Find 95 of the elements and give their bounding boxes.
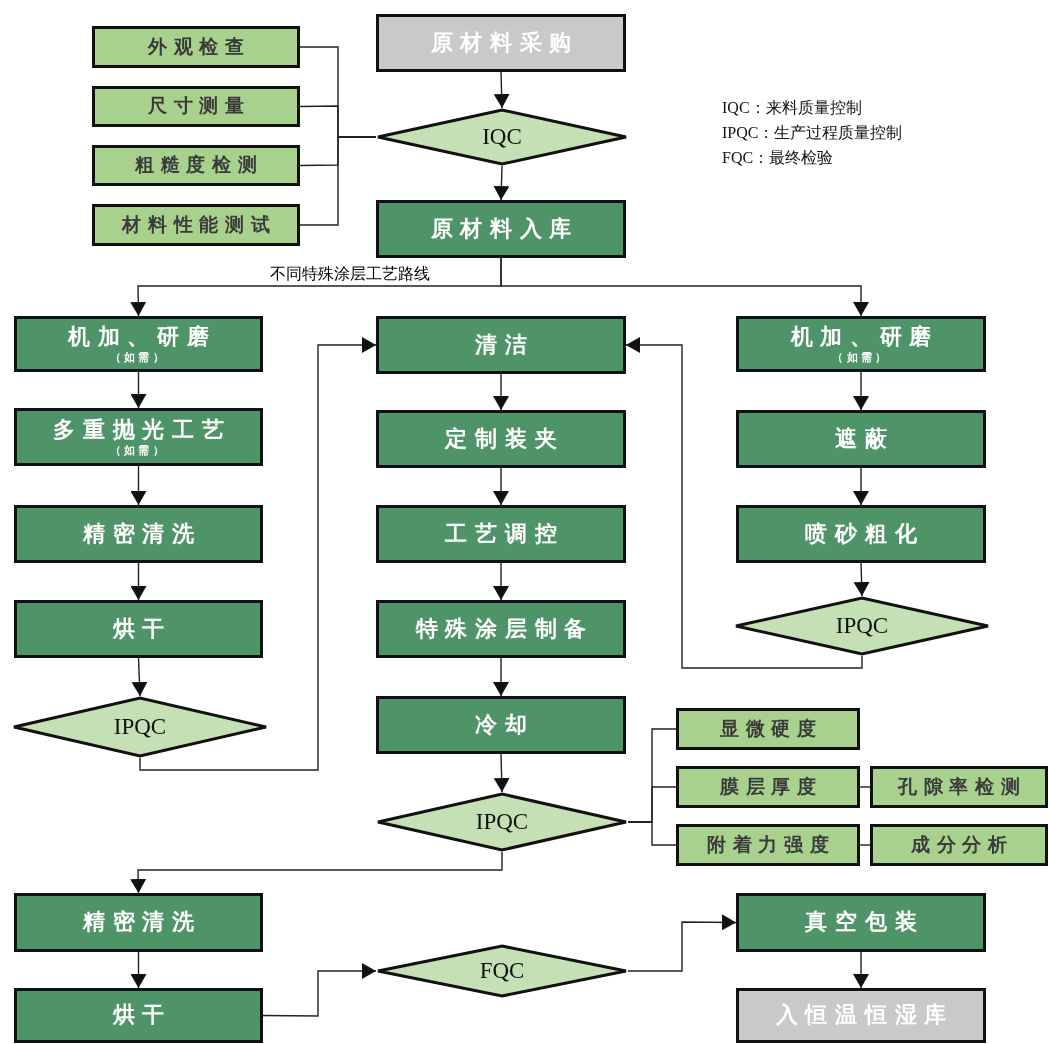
- inspection-item-box: [92, 26, 300, 68]
- inspection-item-box: [870, 766, 1048, 808]
- node-label: 尺寸测量: [148, 96, 251, 117]
- node-label: 冷却: [475, 712, 535, 738]
- decision-diamond: [734, 596, 990, 656]
- node-label: 粗糙度检测: [135, 155, 264, 176]
- process-box: [736, 410, 986, 468]
- inspection-item-box: [870, 824, 1048, 866]
- node-label: 真空包装: [805, 910, 925, 935]
- process-box: [376, 410, 626, 468]
- arrow: [493, 71, 510, 109]
- node-label: 外观检查: [148, 36, 251, 58]
- arrow: [625, 337, 863, 669]
- connector-line: [859, 844, 871, 846]
- node-label: 机加、研磨: [790, 324, 940, 350]
- node-label: 材料性能测试: [122, 214, 277, 236]
- decision-diamond: [376, 944, 628, 998]
- arrow: [493, 657, 509, 697]
- node-label: 工艺调控: [445, 521, 565, 547]
- node-label: 孔隙率检测: [898, 776, 1027, 798]
- node-label: 遮蔽: [835, 426, 895, 452]
- decision-diamond: [376, 108, 628, 166]
- node-label: 定制装夹: [445, 426, 565, 452]
- node-label: 烘干: [112, 616, 173, 642]
- process-box: [14, 505, 263, 563]
- node-note: （如需）: [109, 351, 168, 364]
- arrow: [853, 371, 869, 411]
- inspection-item-box: [92, 145, 300, 186]
- node-label: IPQC: [835, 613, 889, 639]
- arrow: [130, 465, 147, 506]
- process-box: [376, 316, 626, 374]
- note-text: IQC：来料质量控制: [722, 98, 862, 118]
- node-label: 特殊涂层制备: [415, 616, 594, 642]
- process-box: [376, 600, 626, 658]
- process-box: [736, 988, 986, 1043]
- process-box: [14, 893, 263, 952]
- process-box: [376, 696, 626, 754]
- process-box: [376, 14, 626, 72]
- connector-line: [859, 786, 871, 788]
- node-label: 原材料入库: [430, 216, 580, 242]
- process-box: [14, 408, 263, 466]
- arrow: [130, 851, 503, 894]
- node-label: 清洁: [475, 332, 535, 358]
- arrow: [262, 963, 377, 1017]
- node-label: 附着力强度: [707, 834, 836, 856]
- process-box: [736, 893, 986, 952]
- inspection-item-box: [92, 204, 300, 246]
- process-box: [736, 505, 986, 563]
- node-label: IQC: [482, 124, 522, 150]
- edge-label: 不同特殊涂层工艺路线: [270, 265, 430, 283]
- arrow: [493, 467, 509, 506]
- arrow: [493, 753, 510, 793]
- node-note: （如需）: [832, 351, 890, 364]
- decision-diamond: [376, 792, 628, 852]
- node-label: IPQC: [113, 714, 167, 740]
- node-label: 显微硬度: [720, 718, 823, 740]
- arrow: [853, 562, 870, 597]
- inspection-item-box: [676, 824, 860, 866]
- decision-diamond: [12, 696, 268, 758]
- arrow: [493, 165, 510, 201]
- process-box: [736, 316, 986, 372]
- arrow: [130, 951, 147, 989]
- arrow: [627, 914, 737, 972]
- inspection-item-box: [676, 766, 860, 808]
- arrow: [853, 951, 869, 989]
- arrow: [130, 562, 147, 601]
- node-label: 精密清洗: [82, 910, 202, 935]
- arrow: [130, 371, 147, 409]
- arrow: [131, 657, 148, 697]
- process-box: [14, 600, 263, 658]
- node-note: （如需）: [109, 444, 168, 457]
- arrow: [139, 337, 377, 771]
- node-label: 多重抛光工艺: [53, 417, 232, 443]
- arrow: [500, 257, 869, 317]
- node-label: 精密清洗: [82, 521, 202, 547]
- node-label: 机加、研磨: [68, 324, 217, 350]
- arrow: [493, 373, 509, 411]
- arrow: [493, 562, 509, 601]
- node-label: 成分分析: [911, 834, 1014, 856]
- inspection-item-box: [676, 708, 860, 750]
- node-label: 膜层厚度: [720, 776, 823, 798]
- inspection-item-box: [92, 86, 300, 127]
- node-label: 烘干: [112, 1003, 173, 1028]
- node-label: 喷砂粗化: [805, 521, 925, 547]
- node-label: FQC: [479, 958, 525, 984]
- connector-line: [299, 136, 377, 226]
- note-text: FQC：最终检验: [722, 148, 834, 168]
- process-box: [376, 200, 626, 258]
- connector-line: [627, 821, 677, 846]
- note-text: IPQC：生产过程质量控制: [722, 123, 903, 143]
- process-box: [14, 988, 263, 1043]
- process-box: [376, 505, 626, 563]
- arrow: [853, 467, 869, 506]
- node-label: IPQC: [475, 809, 529, 835]
- process-box: [14, 316, 263, 372]
